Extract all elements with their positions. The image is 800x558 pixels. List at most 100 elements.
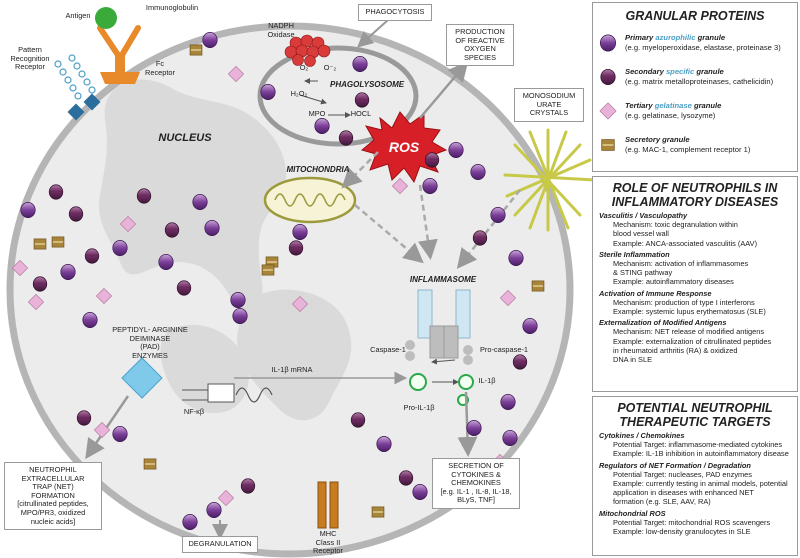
nucleus: [99, 79, 287, 312]
secondary-granule-icon: [32, 276, 48, 292]
targets-section-line: Example: low-density granulocytes in SLE: [613, 527, 751, 537]
secondary-legend-icon: [599, 68, 617, 86]
targets-section-line: Example: IL-1B inhibition in autoinflamm…: [613, 449, 789, 459]
ros-production-box: PRODUCTION OF REACTIVE OXYGEN SPECIES: [446, 24, 514, 67]
granular-item-tertiary: Tertiary gelatinase granule(e.g. gelatin…: [599, 101, 789, 127]
primary-granule-icon: [292, 224, 308, 240]
net-formation-box: NEUTROPHIL EXTRACELLULAR TRAP (NET) FORM…: [4, 462, 102, 531]
primary-granule-icon: [202, 32, 218, 48]
nfkb-label: NF-κβ: [183, 407, 205, 416]
primary-granule: [466, 420, 482, 436]
granule-detail: (e.g. gelatinase, lysozyme): [625, 110, 716, 120]
secondary-granule: [176, 280, 192, 296]
secretory-granule-icon: [51, 236, 65, 248]
granule-prefix: Secretory granule: [625, 135, 690, 144]
primary-granule-icon: [422, 178, 438, 194]
primary-granule-icon: [502, 430, 518, 446]
phagolysosome-label: PHAGOLYSOSOME: [330, 80, 405, 89]
pad-enzyme-icon: [121, 357, 163, 399]
nadph-oxidase-cluster: [284, 34, 331, 67]
tertiary-granule: [11, 259, 29, 277]
arrow-msu-inflammasome: [456, 189, 521, 269]
tertiary-granule: [119, 215, 137, 233]
secondary-granule-icon: [68, 206, 84, 222]
primary-granule: [158, 254, 174, 270]
primary-granule-icon: [158, 254, 174, 270]
secondary-granule: [84, 248, 100, 264]
primary-granule-icon: [500, 394, 516, 410]
targets-title: POTENTIAL NEUTROPHIL THERAPEUTIC TARGETS: [617, 401, 773, 429]
primary-granule: [260, 84, 276, 100]
tertiary-granule: [291, 295, 309, 313]
tertiary-granule-icon: [119, 215, 137, 233]
tertiary-granule: [499, 289, 517, 307]
role-title: ROLE OF NEUTROPHILS IN INFLAMMATORY DISE…: [611, 181, 779, 209]
o2-minus-label: O⁻₂: [323, 63, 337, 72]
mrna-wave: [235, 387, 273, 403]
secretory-granule: [143, 458, 157, 470]
tertiary-granule-icon: [227, 65, 245, 83]
tertiary-granule-icon: [599, 102, 617, 120]
mhc-receptor-icon: [317, 481, 327, 529]
targets-section-line: Potential Target: inflammasome-mediated …: [613, 440, 783, 450]
secretory-granule: [189, 44, 203, 56]
secondary-granule: [338, 130, 354, 146]
tertiary-granule-icon: [217, 489, 235, 507]
mhc-label: MHC Class II Receptor: [313, 529, 343, 556]
primary-granule-icon: [206, 502, 222, 518]
primary-granule: [352, 56, 368, 72]
secretory-granule-icon: [601, 139, 615, 151]
granule-heading: Tertiary gelatinase granule: [625, 101, 795, 111]
primary-granule-icon: [599, 34, 617, 52]
targets-section-1: Regulators of NET Formation / Degradatio…: [593, 461, 797, 507]
granule-suffix: granule: [695, 33, 726, 42]
primary-granule-icon: [182, 514, 198, 530]
secondary-granule: [48, 184, 64, 200]
caspase1-label: Caspase-1: [370, 345, 406, 354]
primary-granule-icon: [260, 84, 276, 100]
secondary-legend-text: Secondary specific granule(e.g. matrix m…: [625, 67, 795, 86]
secretory-legend-icon: [599, 136, 617, 154]
immunoglobulin-icon: [97, 25, 141, 78]
secretory-granule: [371, 506, 385, 518]
role-section-line: Mechanism: NET release of modified antig…: [613, 327, 765, 337]
role-section-heading: Activation of Immune Response: [599, 288, 712, 298]
primary-granule-icon: [112, 240, 128, 256]
granule-accent: gelatinase: [654, 101, 692, 110]
primary-granule: [182, 514, 198, 530]
primary-granule: [192, 194, 208, 210]
tertiary-granule: [93, 421, 111, 439]
secondary-granule: [32, 276, 48, 292]
primary-granule-icon: [112, 426, 128, 442]
granular-item-secondary: Secondary specific granule(e.g. matrix m…: [599, 67, 789, 93]
nfkb-box: [207, 383, 235, 403]
secretory-granule-icon: [33, 238, 47, 250]
primary-granule: [500, 394, 516, 410]
role-section-line: Example: externalization of citrullinate…: [613, 336, 772, 365]
primary-granule: [206, 502, 222, 518]
primary-granule-icon: [314, 118, 330, 134]
secondary-granule-icon: [176, 280, 192, 296]
granule-accent: specific: [665, 67, 695, 76]
arrow-ros-inflammasome: [417, 184, 438, 260]
secondary-granule-icon: [76, 410, 92, 426]
primary-granule-icon: [508, 250, 524, 266]
targets-panel: POTENTIAL NEUTROPHIL THERAPEUTIC TARGETS…: [592, 396, 798, 556]
role-section-line: Mechanism: production of type I interfer…: [613, 297, 755, 307]
mitochondria-label: MITOCHONDRIA: [286, 165, 350, 174]
primary-granule: [508, 250, 524, 266]
tertiary-granule-icon: [391, 177, 409, 195]
secretion-box: SECRETION OF CYTOKINES & CHEMOKINES [e.g…: [432, 458, 520, 509]
granule-prefix: Secondary: [625, 67, 666, 76]
secondary-granule-icon: [338, 130, 354, 146]
granule-heading: Secretory granule: [625, 135, 795, 145]
secondary-granule: [512, 354, 528, 370]
primary-granule-icon: [192, 194, 208, 210]
targets-section-line: Potential Target: mitochondrial ROS scav…: [613, 517, 771, 527]
secondary-granule-icon: [288, 240, 304, 256]
degranulation-box: DEGRANULATION: [182, 536, 258, 553]
